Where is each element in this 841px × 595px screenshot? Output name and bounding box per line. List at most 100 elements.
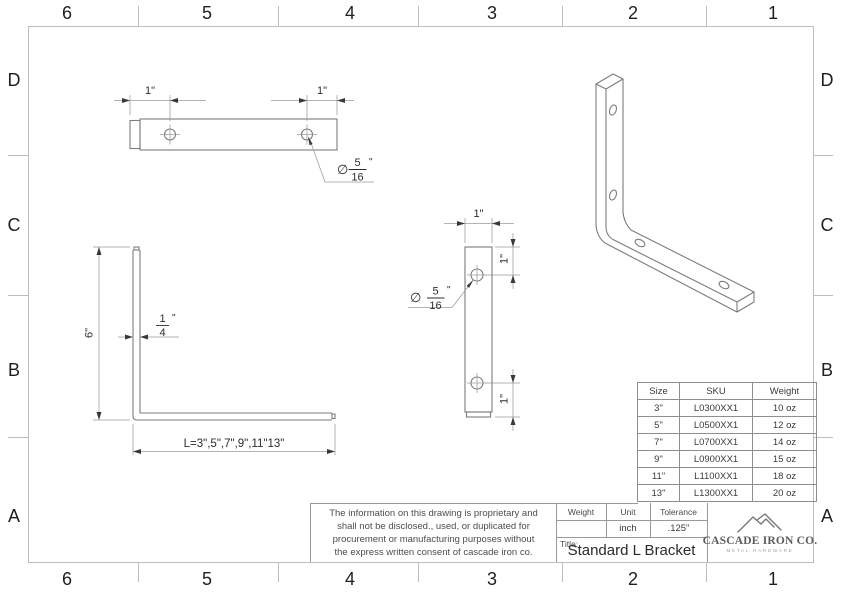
row-label-left: B	[7, 360, 20, 380]
zone-label-top: 5	[201, 3, 212, 23]
row-label-right: B	[820, 360, 833, 380]
unit-header: Unit	[620, 506, 636, 517]
proprietary-notes: The information on this drawing is propr…	[311, 503, 556, 562]
thickness-denominator: 4	[159, 327, 165, 339]
notes-line: shall not be disclosed., used, or duplic…	[337, 520, 530, 532]
zone-label-bottom: 3	[486, 569, 497, 589]
col-header-weight: Weight	[752, 382, 817, 400]
border-tick	[278, 562, 279, 582]
col-header-sku: SKU	[679, 382, 753, 400]
row-label-left: A	[7, 506, 20, 526]
inch-mark: "	[172, 313, 176, 324]
zone-label-bottom: 4	[344, 569, 355, 589]
dimension-lines	[93, 246, 336, 455]
border-tick	[418, 6, 419, 26]
cell-size: 13"	[637, 484, 680, 502]
callout-numerator: 5	[432, 286, 438, 298]
titleblock-line	[556, 537, 707, 538]
front-view-drawing: 1" 1" 1" ∅ 5 16 "	[408, 208, 520, 431]
border-tick	[138, 6, 139, 26]
notes-line: procurement or manufacturing purposes wi…	[332, 533, 535, 545]
border-tick	[8, 437, 28, 438]
titleblock-line	[556, 503, 557, 562]
zone-label-bottom: 2	[627, 569, 638, 589]
border-tick	[8, 155, 28, 156]
cell-size: 3"	[637, 399, 680, 417]
tolerance-value: .125"	[667, 523, 690, 534]
cell-size: 9"	[637, 450, 680, 468]
border-tick	[813, 437, 833, 438]
titleblock-line	[707, 503, 708, 562]
cell-weight: 20 oz	[752, 484, 817, 502]
notes-line: the express written consent of cascade i…	[334, 546, 533, 558]
unit-value: inch	[619, 523, 637, 534]
diameter-symbol: ∅	[410, 290, 421, 305]
cell-sku: L1100XX1	[679, 467, 753, 485]
cell-weight: 10 oz	[752, 399, 817, 417]
table-row: 5" L0500XX1 12 oz	[637, 416, 817, 434]
row-label-right: A	[820, 506, 833, 526]
callout-numerator: 5	[354, 157, 360, 169]
drawing-title: Standard L Bracket	[567, 542, 696, 559]
zone-label-top: 1	[767, 3, 778, 23]
border-tick	[813, 155, 833, 156]
titleblock-line	[556, 520, 707, 521]
sheet-border	[28, 26, 814, 563]
arrowheads	[457, 221, 516, 425]
mountains-icon	[737, 513, 782, 533]
thickness-numerator: 1	[159, 313, 165, 325]
zone-label-top: 3	[486, 3, 497, 23]
side-view-drawing: 6" 1 4 " L=3",5",7",9",11"13"	[84, 246, 336, 455]
border-tick	[278, 6, 279, 26]
dim-label-height: 6"	[84, 328, 96, 338]
border-tick	[706, 562, 707, 582]
cell-sku: L0500XX1	[679, 416, 753, 434]
table-row: 11" L1100XX1 18 oz	[637, 467, 817, 485]
isometric-view-drawing	[595, 73, 755, 313]
table-row: 13" L1300XX1 20 oz	[637, 484, 817, 502]
arrowheads	[122, 98, 345, 146]
callout-denominator: 16	[429, 300, 441, 312]
company-logo: CASCADE IRON CO. METAL HARDWARE	[703, 503, 817, 562]
border-tick	[418, 562, 419, 582]
weight-header: Weight	[567, 506, 595, 517]
zone-label-bottom: 5	[201, 569, 212, 589]
titleblock-line	[310, 503, 638, 504]
cell-size: 7"	[637, 433, 680, 451]
diameter-symbol: ∅	[337, 162, 348, 177]
logo-name: CASCADE IRON CO.	[702, 535, 818, 547]
border-tick	[706, 6, 707, 26]
cell-sku: L1300XX1	[679, 484, 753, 502]
logo-tagline: METAL HARDWARE	[726, 548, 794, 553]
dim-label-bottom-offset: 1"	[499, 394, 511, 404]
cell-weight: 14 oz	[752, 433, 817, 451]
row-label-right: C	[820, 215, 834, 235]
border-tick	[813, 295, 833, 296]
table-row: 3" L0300XX1 10 oz	[637, 399, 817, 417]
weight-value	[556, 520, 606, 537]
cell-weight: 12 oz	[752, 416, 817, 434]
border-tick	[8, 295, 28, 296]
dimension-lines	[114, 95, 374, 183]
zone-label-top: 4	[344, 3, 355, 23]
part-outline	[464, 246, 493, 418]
dimension-lines	[408, 218, 520, 431]
notes-line: The information on this drawing is propr…	[329, 507, 538, 519]
col-header-size: Size	[637, 382, 680, 400]
arrowheads	[96, 247, 335, 454]
cell-size: 5"	[637, 416, 680, 434]
row-label-left: D	[7, 70, 21, 90]
table-header-row: Size SKU Weight	[637, 382, 817, 400]
tolerance-header: Tolerance	[660, 506, 697, 517]
zone-label-top: 6	[61, 3, 72, 23]
dim-label-width: 1"	[473, 208, 483, 220]
cell-weight: 15 oz	[752, 450, 817, 468]
inch-mark: "	[369, 157, 373, 168]
zone-label-bottom: 1	[767, 569, 778, 589]
cell-weight: 18 oz	[752, 467, 817, 485]
part-outline	[132, 246, 336, 421]
part-outline	[595, 73, 755, 313]
size-table: Size SKU Weight 3" L0300XX1 10 oz 5" L05…	[637, 382, 817, 502]
cell-sku: L0700XX1	[679, 433, 753, 451]
